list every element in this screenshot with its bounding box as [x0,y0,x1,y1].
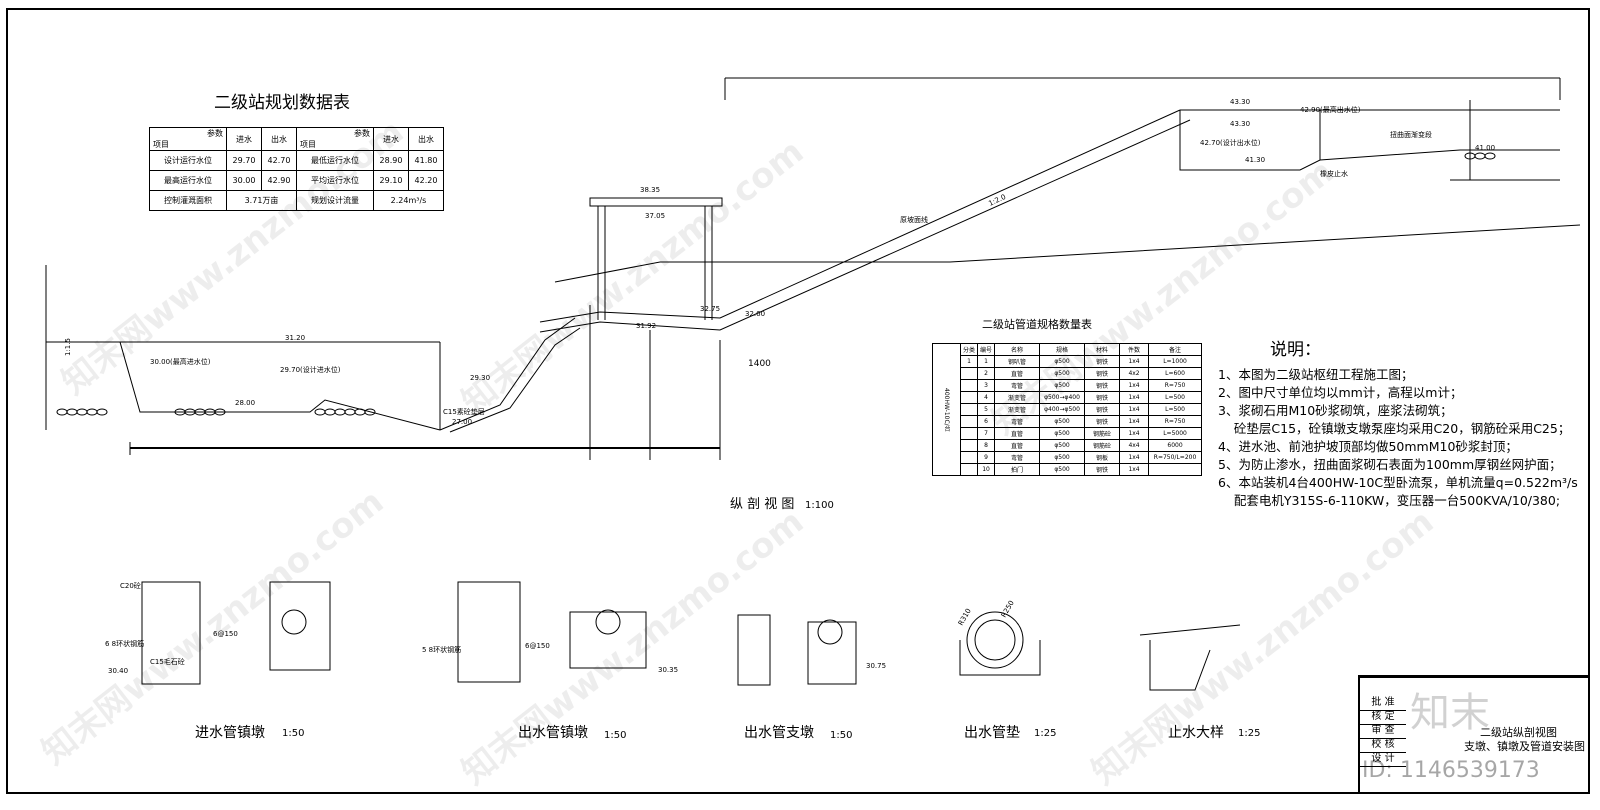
annotation-label: 原坡面线 [900,215,928,224]
elevation-label: 28.00 [235,399,255,407]
elevation-label: 29.30 [470,374,490,382]
annotation-label: 橡皮止水 [1320,169,1348,178]
detail-caption: 止水大样 [1168,725,1224,741]
elevation-label: 31.92 [636,322,656,330]
elevation-label: 42.90(最高出水位) [1300,105,1361,114]
elevation-label: 37.05 [645,212,665,220]
outlet-pipe-lower [539,119,1191,333]
detail-scale: 1:50 [830,730,853,741]
detail-caption: 进水管镇墩 [195,725,265,741]
drawing-id: ID: 1146539173 [1362,758,1540,783]
elevation-label: 32.60 [745,310,765,318]
detail-label: 30.40 [108,667,128,675]
detail-caption: 出水管支墩 [744,725,814,741]
detail-label: 30.75 [866,662,886,670]
original-slope-line [554,224,1581,283]
elevation-label: 29.70(设计进水位) [280,365,341,374]
notes-title: 说明： [1270,340,1321,360]
elevation-label: 31.20 [285,334,305,342]
detail-scale: 1:50 [282,728,305,739]
elevation-label: 38.35 [640,186,660,194]
elevation-label: 32.75 [700,305,720,313]
note-line: 3、浆砌石用M10砂浆砌筑，座浆法砌筑； [1218,403,1453,418]
detail-label: 5 8环状钢筋 [422,645,461,654]
detail-scale: 1:50 [604,730,627,741]
annotation-label: 1:1.5 [64,338,72,356]
main-view-caption: 纵 剖 视 图 [730,497,795,512]
outlet-basin-floor [1179,110,1560,171]
note-line: 4、进水池、前池护坡顶部均做50mmM10砂浆封顶； [1218,439,1518,454]
detail-label: 6@150 [213,630,238,638]
drawing-frame [6,8,1590,794]
annotation-label: 1400 [748,359,771,369]
brand-logo: 知末 [1410,690,1490,736]
elevation-label: 30.00(最高进水位) [150,357,211,366]
table2-title: 二级站管道规格数量表 [982,318,1092,331]
detail-caption: 出水管垫 [964,725,1020,741]
pump-house-roof [589,197,723,207]
annotation-label: 扭曲面渐变段 [1390,130,1432,139]
corner-header: 参数项目 [149,127,227,151]
elevation-label: 41.00 [1475,144,1495,152]
annotation-label: C15素砼垫层 [443,407,485,416]
note-line: 5、为防止渗水，扭曲面浆砌石表面为100mm厚钢丝网护面； [1218,457,1562,472]
intake-pipe [439,317,576,431]
note-line: 配套电机Y315S-6-110KW，变压器一台500KVA/10/380; [1222,493,1561,508]
detail-scale: 1:25 [1034,728,1057,739]
title-block: 批 准 核 定 审 查 校 核 设 计 二级站纵剖视图 支墩、镇墩及管道安装图 … [1358,676,1590,794]
outlet-pipe-upper [539,109,1181,323]
main-view-scale: 1:100 [805,500,834,511]
drawing-title-1: 二级站纵剖视图 [1480,726,1557,739]
note-line: 砼垫层C15，砼镇墩支墩泵座均采用C20，钢筋砼采用C25； [1222,421,1571,436]
drawing-title-2: 支墩、镇墩及管道安装图 [1464,740,1585,753]
detail-label: 6@150 [525,642,550,650]
detail-label: C20砼 [120,581,141,590]
note-line: 1、本图为二级站枢纽工程施工图； [1218,367,1414,382]
detail-scale: 1:25 [1238,728,1261,739]
elevation-label: 27.00 [452,418,472,426]
detail-label: 6 8环状钢筋 [105,639,144,648]
elevation-label: 43.30 [1230,120,1250,128]
note-line: 2、图中尺寸单位均以mm计，高程以m计； [1218,385,1463,400]
intake-channel-bottom [46,341,441,431]
note-line: 6、本站装机4台400HW-10C型卧流泵，单机流量q=0.522m³/s [1218,475,1578,490]
elevation-label: 41.30 [1245,156,1265,164]
detail-caption: 出水管镇墩 [518,725,588,741]
detail-label: 30.35 [658,666,678,674]
table1-title: 二级站规划数据表 [214,93,350,113]
detail-label: R310 [957,607,973,627]
elevation-label: 43.30 [1230,98,1250,106]
elevation-label: 42.70(设计出水位) [1200,138,1261,147]
detail-label: C15毛石砼 [150,657,185,666]
detail-label: R250 [1000,599,1016,619]
